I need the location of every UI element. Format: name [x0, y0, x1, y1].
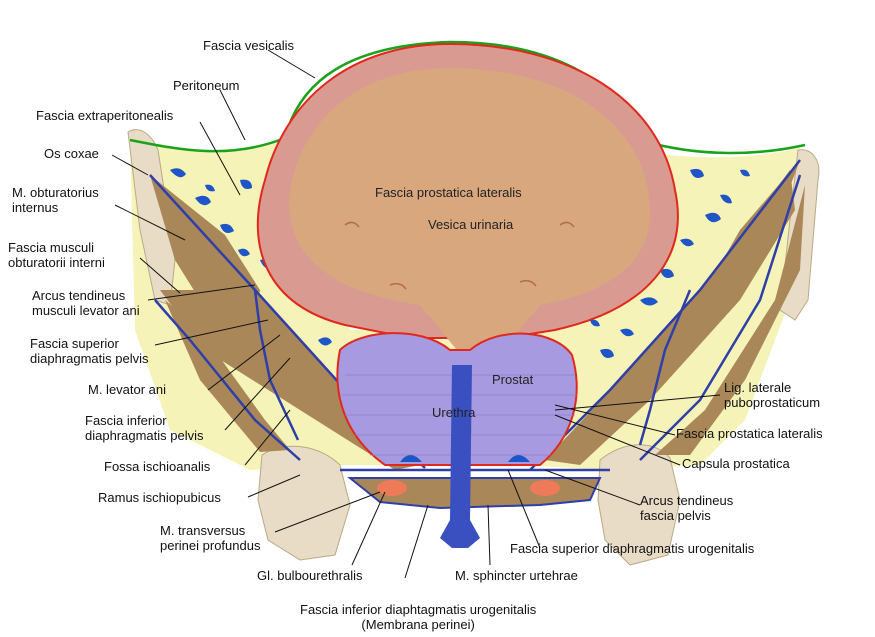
ramus-ischiopubicus-left: [258, 446, 350, 560]
label-lig-laterale-puboprostaticum: Lig. laterale puboprostaticum: [724, 380, 820, 410]
label-capsula-prostatica: Capsula prostatica: [682, 456, 790, 471]
label-arcus-tendineus-levator: Arcus tendineus musculi levator ani: [32, 288, 140, 318]
gl-bulbourethralis-left: [377, 480, 407, 496]
label-vesica-urinaria: Vesica urinaria: [428, 217, 513, 232]
label-gl-bulbourethralis: Gl. bulbourethralis: [257, 568, 363, 583]
label-fascia-prostatica-lateralis-inner: Fascia prostatica lateralis: [375, 185, 522, 200]
label-peritoneum: Peritoneum: [173, 78, 239, 93]
gl-bulbourethralis-right: [530, 480, 560, 496]
label-fascia-prostatica-lateralis-right: Fascia prostatica lateralis: [676, 426, 823, 441]
label-fascia-inferior-diaphragmatis-pelvis: Fascia inferior diaphragmatis pelvis: [85, 413, 204, 443]
label-m-levator-ani: M. levator ani: [88, 382, 166, 397]
label-fascia-superior-urogenitalis: Fascia superior diaphragmatis urogenital…: [510, 541, 754, 556]
label-prostat: Prostat: [492, 372, 533, 387]
label-ramus-ischiopubicus: Ramus ischiopubicus: [98, 490, 221, 505]
label-m-sphincter: M. sphincter urtehrae: [455, 568, 578, 583]
label-fascia-musculi-obturatorii-interni: Fascia musculi obturatorii interni: [8, 240, 105, 270]
label-os-coxae: Os coxae: [44, 146, 99, 161]
label-arcus-tendineus-fascia-pelvis: Arcus tendineus fascia pelvis: [640, 493, 733, 523]
label-m-obturatorius-internus: M. obturatorius internus: [12, 185, 99, 215]
label-fossa-ischioanalis: Fossa ischioanalis: [104, 459, 210, 474]
label-fascia-vesicalis: Fascia vesicalis: [203, 38, 294, 53]
label-fascia-superior-diaphragmatis-pelvis: Fascia superior diaphragmatis pelvis: [30, 336, 149, 366]
label-urethra: Urethra: [432, 405, 475, 420]
label-fascia-extraperitonealis: Fascia extraperitonealis: [36, 108, 173, 123]
label-m-transversus-perinei: M. transversus perinei profundus: [160, 523, 260, 553]
label-fascia-inferior-urogenitalis: Fascia inferior diaphtagmatis urogenital…: [300, 602, 536, 632]
